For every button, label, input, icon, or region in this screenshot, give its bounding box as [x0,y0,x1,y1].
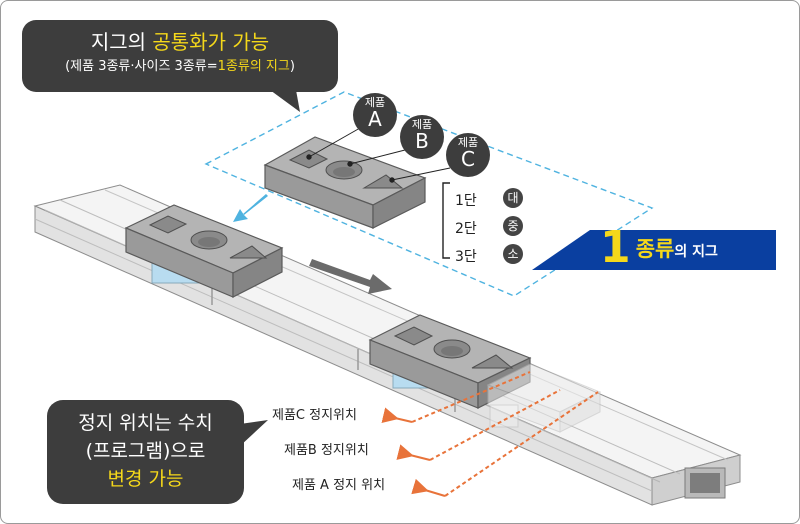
tier-2-label: 2단 [455,221,477,237]
callout-bottom-line1: 정지 위치는 수치 [78,412,213,434]
product-a-label: 제품 A [353,97,397,129]
callout-bottom-text: 정지 위치는 수치 (프로그램)으로 변경 가능 [47,409,244,493]
stop-label-a: 제품 A 정지 위치 [292,478,386,493]
jig-floating [263,136,427,229]
callout-bottom-line2: (프로그램)으로 [85,440,206,462]
blue-move-arrow [233,194,268,222]
tier-1-label: 1단 [455,193,477,209]
stop-lines [381,371,599,497]
callout-bottom [47,400,268,504]
tier-3-size-badge: 소 [503,244,523,264]
stop-label-c: 제품C 정지위치 [272,408,357,423]
common-jig-frame [204,91,654,297]
type-banner-tail: 의 지그 [674,244,718,260]
callout-top-line1-highlight: 공통화가 가능 [152,30,270,54]
product-b-circle [400,115,444,159]
type-banner-word: 종류 [635,237,675,261]
type-banner-text: 1 종류의 지그 [600,222,718,278]
callout-bottom-line3: 변경 가능 [107,468,184,490]
callout-top-line2-prefix: (제품 3종류·사이즈 3종류= [65,59,218,74]
tier-1-size-badge: 대 [503,188,523,208]
callout-top [22,20,338,112]
product-b-label: 제품 B [400,119,444,151]
jig-rail-left [124,204,284,298]
product-a-small: 제품 [364,96,386,109]
gray-move-arrow [309,259,392,294]
product-b-big: B [415,129,429,153]
tier-2-size-badge: 중 [503,216,523,236]
callout-top-line2-suffix: ) [289,59,295,74]
product-c-label: 제품 C [446,137,490,169]
callout-top-line2-highlight: 1종류의 지그 [217,59,290,74]
callout-top-text: 지그의 공통화가 가능 (제품 3종류·사이즈 3종류=1종류의 지그) [22,30,338,75]
type-banner [532,230,776,270]
type-banner-number: 1 [600,222,631,273]
tier-3-label: 3단 [455,249,477,265]
product-a-circle [353,93,397,137]
callout-top-line1: 지그의 공통화가 가능 [22,30,338,55]
product-c-big: C [461,147,475,171]
product-c-small: 제품 [457,136,479,149]
product-c-circle [446,133,490,177]
stop-label-b: 제품B 정지위치 [284,443,369,458]
callout-top-line2: (제품 3종류·사이즈 3종류=1종류의 지그) [22,59,338,75]
tier-bracket [442,182,450,259]
product-a-big: A [368,107,382,131]
product-leaders [306,127,451,183]
callout-top-line1-prefix: 지그의 [90,30,153,54]
product-b-small: 제품 [411,118,433,131]
